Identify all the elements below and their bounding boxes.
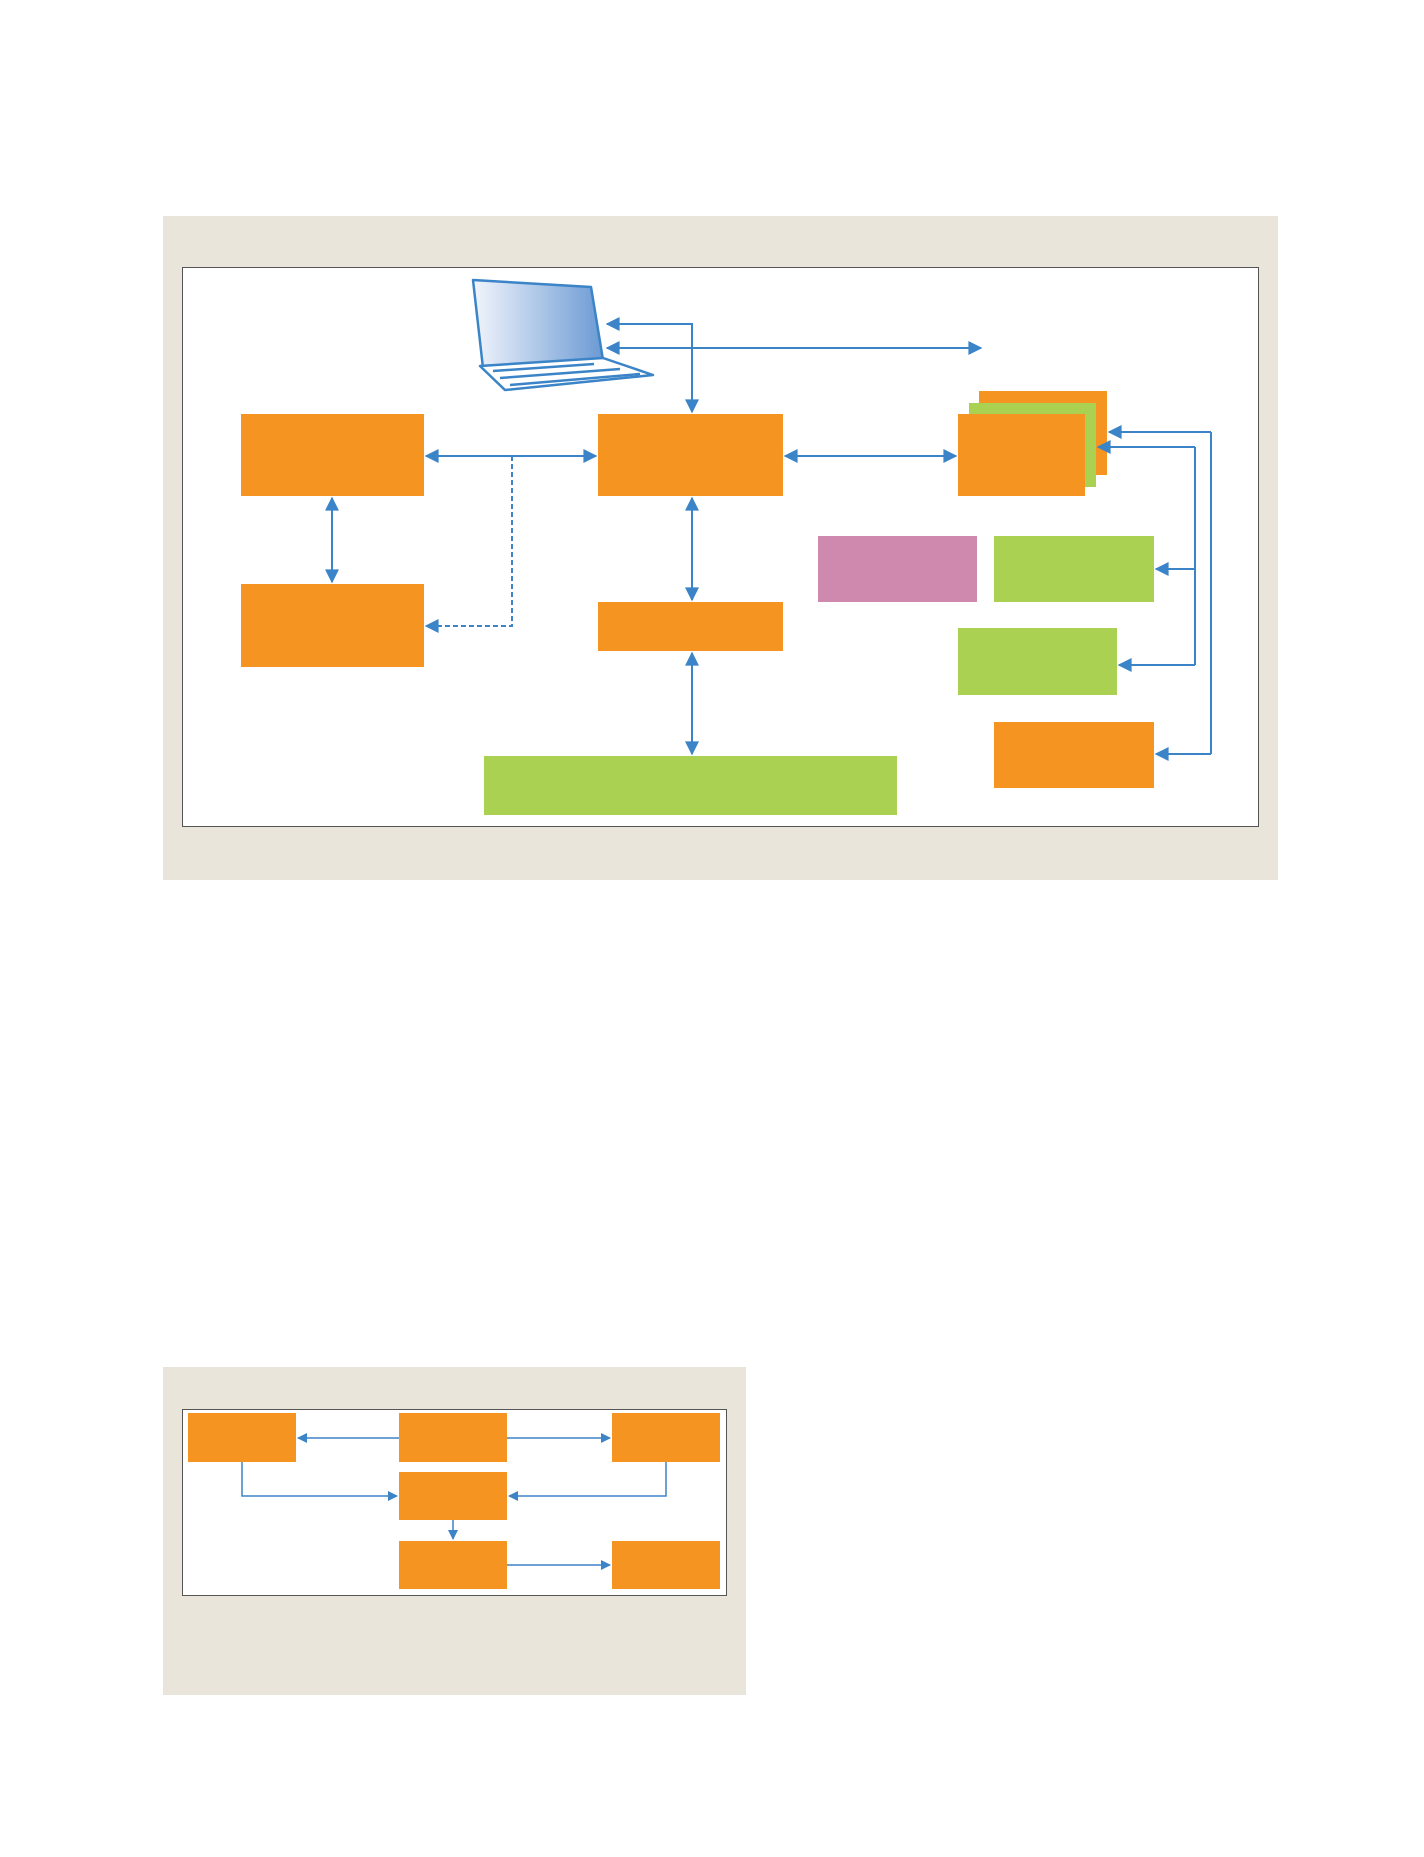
flow-bottom-right-box [612,1541,720,1589]
left-top-box [241,414,424,496]
right-orange-box [994,722,1154,788]
flow-right-to-middle-arrow [508,1462,667,1501]
flow-bottom-center-box [399,1541,507,1589]
flow-top-left-box [188,1413,296,1462]
laptop-icon [471,278,655,392]
left-bottom-box [241,584,424,667]
system-diagram [163,216,1278,880]
flow-top-right-box [612,1413,720,1462]
pink-box [818,536,977,602]
laptop-to-central-arrow [605,317,699,414]
flow-diagram [163,1367,746,1695]
flow-middle-box [399,1472,507,1520]
dashed-branch-arrow [424,456,513,633]
stack-front-orange [958,414,1085,496]
central-box [598,414,783,496]
flow-left-to-middle-arrow [241,1462,398,1501]
right-green-box-2 [958,628,1117,695]
central-small-box [598,602,783,651]
flow-top-center-box [399,1413,507,1462]
right-green-box-1 [994,536,1154,602]
bottom-wide-green-box [484,756,897,815]
